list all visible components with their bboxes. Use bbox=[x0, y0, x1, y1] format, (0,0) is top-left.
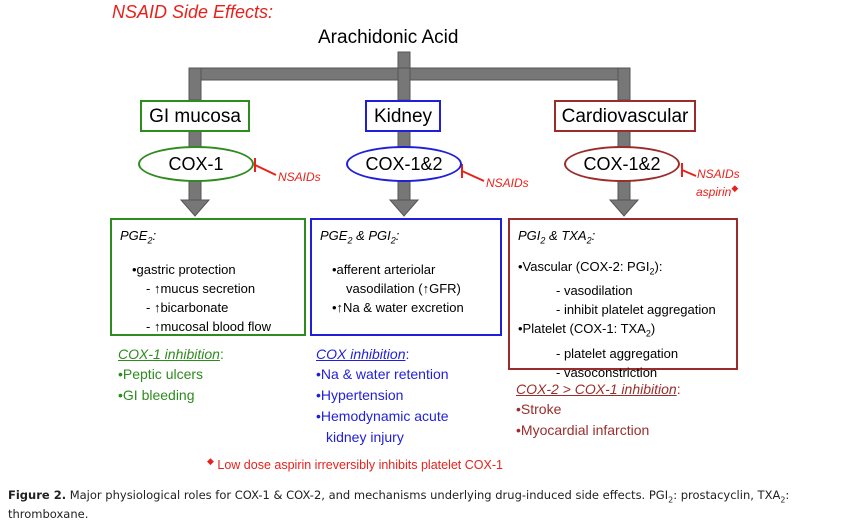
info-vascular-item-0: - vasodilation bbox=[556, 283, 633, 299]
aspirin-label-cv: aspirin◆ bbox=[696, 181, 738, 199]
aspirin-text: aspirin bbox=[696, 185, 732, 199]
diamond-marker-icon: ◆ bbox=[731, 183, 739, 193]
arrow-shaft-gi bbox=[188, 179, 202, 203]
caption-label: Figure 2. bbox=[8, 488, 67, 502]
arrow-shaft-cv bbox=[617, 179, 631, 203]
info-box-cv: PGI2 & TXA2: •Vascular (COX-2: PGI2): - … bbox=[508, 218, 738, 380]
info-vascular-item-1: - inhibit platelet aggregation bbox=[556, 302, 716, 318]
category-cardiovascular: Cardiovascular bbox=[554, 100, 696, 132]
info-header-cv: PGI2 & TXA2: bbox=[518, 228, 596, 246]
effect-gi-0: •Peptic ulcers bbox=[118, 366, 204, 382]
info-box-kidney: PGE2 & PGI2: •afferent arteriolar vasodi… bbox=[310, 218, 502, 336]
arrow-head-gi bbox=[179, 199, 211, 217]
figure-caption: Figure 2. Major physiological roles for … bbox=[8, 488, 790, 522]
nsaid-label-kidney: NSAIDs bbox=[486, 176, 529, 190]
info-platelet-heading: •Platelet (COX-1: TXA2) bbox=[518, 321, 656, 339]
info-vascular-heading: •Vascular (COX-2: PGI2): bbox=[518, 258, 663, 277]
effect-gi-1: •GI bleeding bbox=[118, 387, 195, 403]
arrow-shaft-kidney bbox=[397, 179, 411, 203]
arrow-head-kidney bbox=[388, 199, 420, 217]
category-kidney-label: Kidney bbox=[373, 106, 433, 127]
drop-gi bbox=[188, 67, 202, 101]
inhibition-section-gi: COX-1 inhibition: •Peptic ulcers •GI ble… bbox=[118, 346, 224, 406]
info-line-kidney-0: •afferent arteriolar bbox=[332, 261, 436, 277]
inhibition-title-gi: COX-1 inhibition: bbox=[118, 346, 224, 362]
info-platelet-item-0: - platelet aggregation bbox=[556, 345, 679, 361]
drop-cv bbox=[617, 67, 631, 101]
info-header-kidney: PGE2 & PGI2: bbox=[320, 228, 400, 246]
nsaid-label-gi: NSAIDs bbox=[278, 170, 321, 184]
inhibit-line-kidney bbox=[461, 170, 485, 182]
diagram-title: NSAID Side Effects: bbox=[112, 2, 274, 22]
info-line-kidney-1: vasodilation (↑GFR) bbox=[346, 280, 461, 296]
effect-kidney-0: •Na & water retention bbox=[316, 366, 449, 382]
enzyme-oval-kidney: COX-1&2 bbox=[346, 146, 462, 182]
inhibit-line-cv bbox=[681, 169, 697, 177]
footnote: ◆ Low dose aspirin irreversibly inhibits… bbox=[207, 456, 503, 472]
inhibit-line-gi bbox=[254, 164, 277, 176]
info-line-gi-3: - ↑mucosal blood flow bbox=[146, 318, 271, 334]
enzyme-kidney-label: COX-1&2 bbox=[365, 154, 443, 174]
diamond-marker-icon: ◆ bbox=[207, 456, 214, 466]
arrow-head-cv bbox=[608, 199, 640, 217]
category-kidney: Kidney bbox=[365, 100, 441, 132]
enzyme-gi-label: COX-1 bbox=[168, 154, 224, 174]
info-line-kidney-2: •↑Na & water excretion bbox=[332, 299, 464, 315]
nsaid-label-cv: NSAIDs bbox=[697, 167, 740, 181]
info-line-gi-2: - ↑bicarbonate bbox=[146, 299, 229, 315]
inhibition-title-cv: COX-2 > COX-1 inhibition: bbox=[516, 381, 681, 397]
effect-cv-1: •Myocardial infarction bbox=[516, 422, 650, 438]
inhibition-section-kidney: COX inhibition: •Na & water retention •H… bbox=[316, 346, 449, 448]
info-platelet-item-1: - vasoconstriction bbox=[556, 364, 658, 380]
effect-kidney-3: kidney injury bbox=[326, 429, 404, 445]
effect-kidney-1: •Hypertension bbox=[316, 387, 404, 403]
inhibition-title-kidney: COX inhibition: bbox=[316, 346, 410, 362]
info-box-gi: PGE2: •gastric protection - ↑mucus secre… bbox=[110, 218, 306, 336]
info-line-gi-0: •gastric protection bbox=[132, 261, 236, 277]
enzyme-oval-gi: COX-1 bbox=[138, 146, 254, 182]
root-label: Arachidonic Acid bbox=[318, 27, 459, 48]
category-gi-label: GI mucosa bbox=[149, 106, 241, 127]
inhibition-section-cv: COX-2 > COX-1 inhibition: •Stroke •Myoca… bbox=[516, 381, 681, 441]
effect-cv-0: •Stroke bbox=[516, 401, 562, 417]
enzyme-oval-cv: COX-1&2 bbox=[564, 146, 680, 182]
category-cv-label: Cardiovascular bbox=[561, 106, 689, 127]
enzyme-cv-label: COX-1&2 bbox=[583, 154, 661, 174]
category-gi-mucosa: GI mucosa bbox=[140, 100, 250, 132]
footnote-text: Low dose aspirin irreversibly inhibits p… bbox=[217, 458, 503, 473]
effect-kidney-2: •Hemodynamic acute bbox=[316, 408, 449, 424]
drop-kidney bbox=[397, 67, 411, 101]
info-header-gi: PGE2: bbox=[120, 228, 157, 246]
info-line-gi-1: - ↑mucus secretion bbox=[146, 280, 256, 296]
